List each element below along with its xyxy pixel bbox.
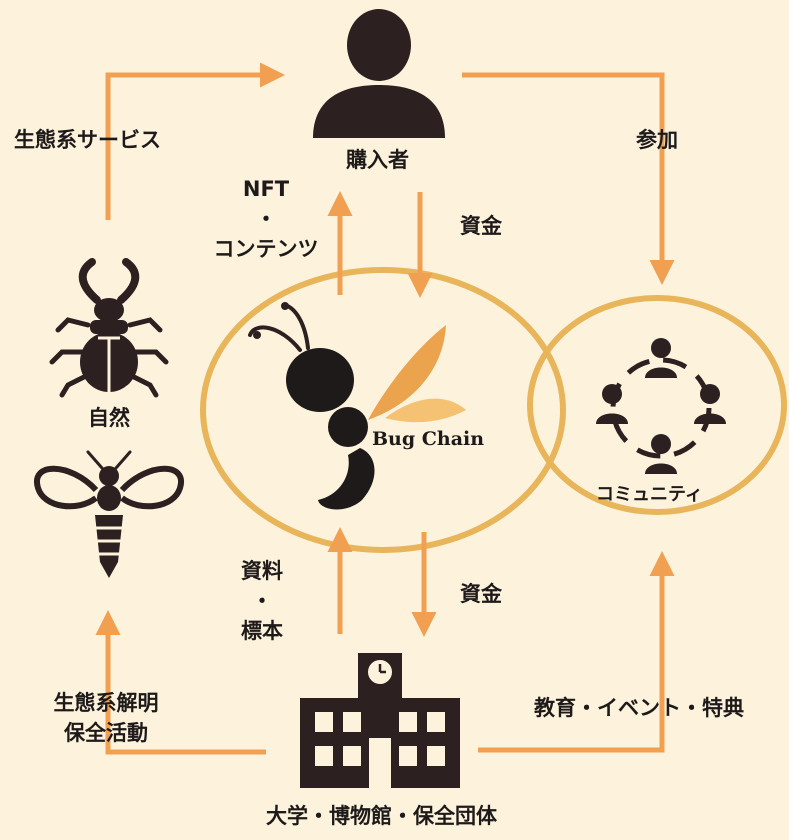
label-research-conservation: 生態系解明 保全活動	[26, 688, 186, 748]
stag-beetle-icon	[49, 258, 169, 398]
building-icon	[300, 653, 460, 788]
conservation-line: 保全活動	[64, 721, 148, 745]
label-funds-bottom: 資金	[460, 582, 502, 606]
label-nft-contents: NFT ・ コンテンツ	[200, 174, 332, 264]
label-ecosystem-services: 生態系サービス	[14, 128, 161, 152]
label-institutions: 大学・博物館・保全団体	[266, 804, 497, 828]
bugchain-circle	[200, 267, 566, 553]
label-materials-specimens: 資料 ・ 標本	[232, 556, 292, 646]
label-community: コミュニティ	[596, 484, 703, 505]
materials-line: 資料	[241, 559, 283, 583]
label-funds-top: 資金	[460, 214, 502, 238]
label-buyer: 購入者	[346, 148, 409, 172]
community-circle	[527, 295, 787, 515]
label-brand: Bug Chain	[372, 428, 485, 450]
arrow-buyer-to-community	[462, 72, 675, 285]
nft-dot: ・	[255, 207, 277, 231]
specimens-line: 標本	[241, 619, 283, 643]
ant-logo-icon	[248, 302, 466, 510]
label-participation: 参加	[636, 128, 678, 152]
research-line: 生態系解明	[53, 691, 159, 715]
label-nature: 自然	[88, 406, 130, 430]
person-icon	[313, 9, 445, 138]
community-icon	[596, 338, 726, 474]
nft-contents-line: コンテンツ	[213, 237, 319, 261]
bee-icon	[33, 450, 185, 578]
arrow-nature-to-buyer	[105, 62, 285, 220]
nft-line: NFT	[242, 177, 290, 201]
arrow-building-to-community	[478, 551, 675, 753]
arrow-building-to-nature	[95, 610, 266, 755]
materials-dot: ・	[251, 589, 273, 613]
label-education: 教育・イベント・特典	[534, 696, 744, 720]
